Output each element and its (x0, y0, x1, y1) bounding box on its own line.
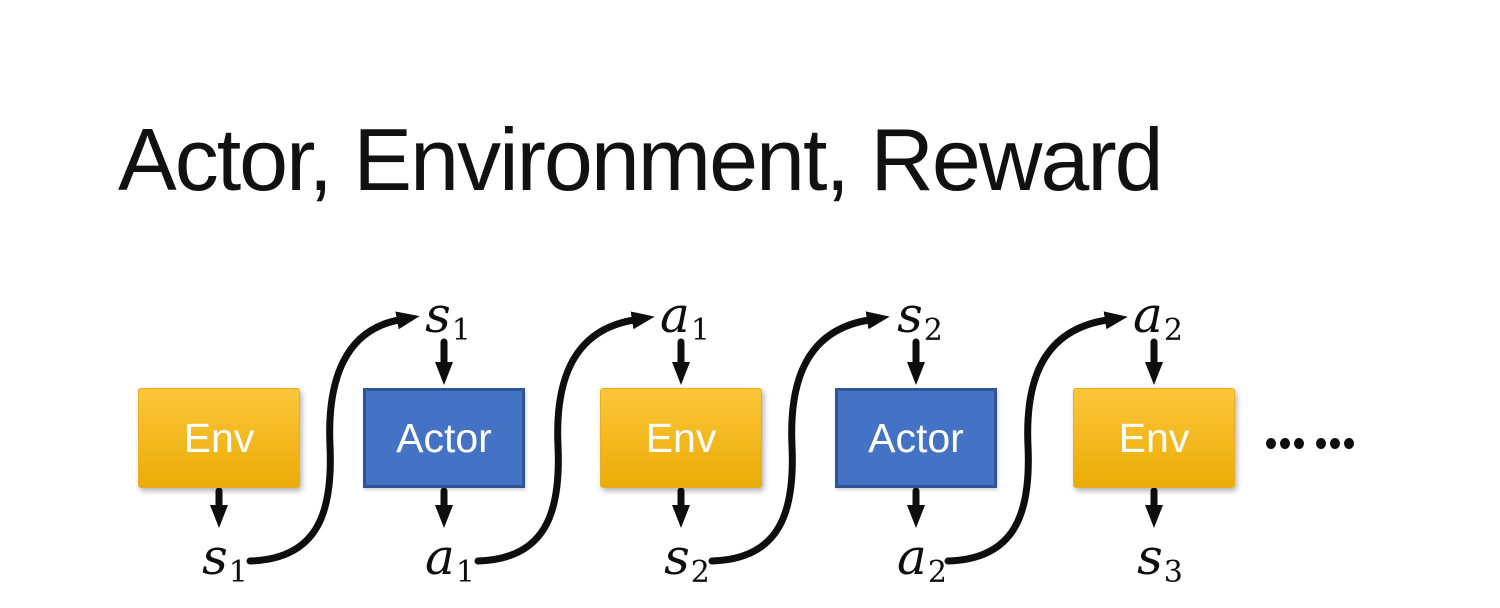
top-label-s2: s2 (897, 290, 943, 346)
top-label-a2: a2 (1133, 290, 1183, 346)
ellipsis-dot (1316, 438, 1326, 449)
bottom-label-s2-base: s (664, 528, 690, 586)
slide-title: Actor, Environment, Reward (118, 110, 1164, 209)
top-label-a2-base: a (1133, 286, 1163, 344)
curve-a2-to-env3 (944, 311, 1128, 565)
bottom-label-s2: s2 (664, 532, 710, 588)
bottom-label-s2-sub: 2 (690, 555, 710, 591)
ellipsis-dot (1330, 438, 1340, 449)
actor-box-2-label: Actor (868, 414, 964, 461)
env-box-2-label: Env (645, 414, 717, 461)
bottom-label-a2-base: a (897, 528, 927, 586)
bottom-label-s1-sub: 1 (228, 555, 248, 591)
actor-box-1: Actor (363, 388, 525, 488)
ellipsis-dot (1344, 438, 1354, 449)
ellipsis-dot (1280, 438, 1290, 449)
bottom-label-a1: a1 (425, 532, 475, 588)
bottom-label-s3-sub: 3 (1163, 555, 1183, 591)
env-box-3: Env (1073, 388, 1235, 488)
bottom-label-s3: s3 (1137, 532, 1183, 588)
bottom-label-s3-base: s (1137, 528, 1163, 586)
curve-a1-to-env2 (474, 311, 655, 565)
top-label-s1: s1 (425, 290, 471, 346)
bottom-label-a2-sub: 2 (927, 555, 947, 591)
top-label-s2-base: s (897, 286, 923, 344)
bottom-label-a2: a2 (897, 532, 947, 588)
ellipsis-dot (1266, 438, 1276, 449)
top-label-a1-base: a (660, 286, 690, 344)
actor-box-1-label: Actor (396, 414, 492, 461)
top-label-s1-base: s (425, 286, 451, 344)
bottom-label-s1: s1 (202, 532, 248, 588)
env-box-3-label: Env (1118, 414, 1190, 461)
env-box-1: Env (138, 388, 300, 488)
actor-box-2: Actor (835, 388, 997, 488)
bottom-label-s1-base: s (202, 528, 228, 586)
curve-s2-to-actor2 (708, 311, 890, 565)
curve-s1-to-actor1 (246, 311, 420, 565)
ellipsis-dots (1266, 438, 1358, 449)
top-label-a2-sub: 2 (1163, 313, 1183, 349)
top-label-s2-sub: 2 (923, 313, 943, 349)
bottom-label-a1-sub: 1 (455, 555, 475, 591)
top-label-s1-sub: 1 (451, 313, 471, 349)
env-box-2: Env (600, 388, 762, 488)
top-label-a1: a1 (660, 290, 710, 346)
env-box-1-label: Env (183, 414, 255, 461)
ellipsis-dot (1294, 438, 1304, 449)
bottom-label-a1-base: a (425, 528, 455, 586)
top-label-a1-sub: 1 (690, 313, 710, 349)
